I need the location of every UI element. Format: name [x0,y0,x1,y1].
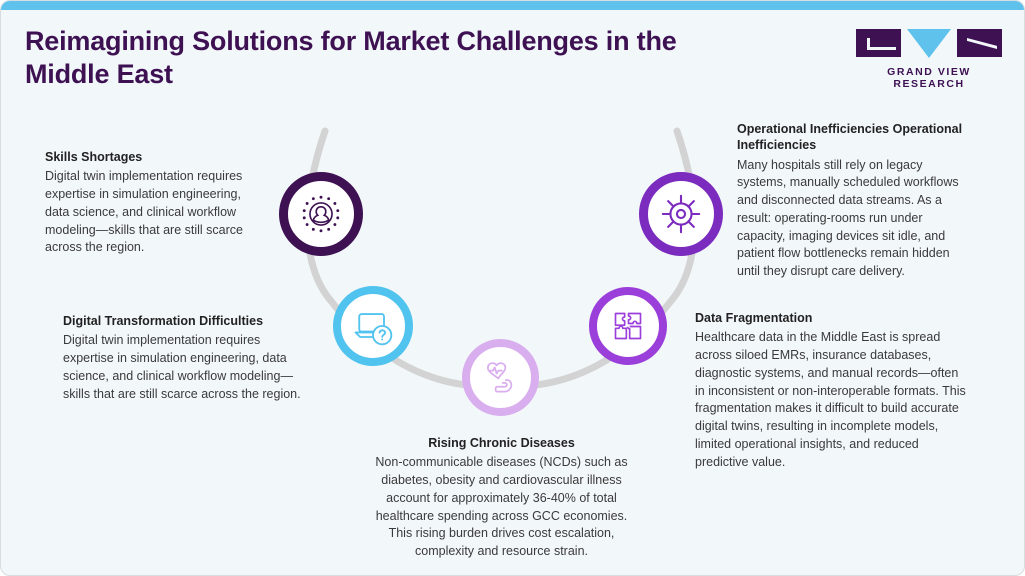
logo: GRAND VIEW RESEARCH [856,29,1002,90]
page-title: Reimagining Solutions for Market Challen… [25,26,677,90]
block-rising-chronic-diseases: Rising Chronic Diseases Non-communicable… [364,435,639,561]
block-heading: Skills Shortages [45,150,143,164]
block-heading: Operational Inefficiencies Operational I… [737,122,963,153]
node-digital-transformation[interactable] [333,286,413,366]
node-operational-inefficiencies[interactable] [639,172,723,256]
block-data-fragmentation: Data Fragmentation Healthcare data in th… [695,310,967,471]
block-skills-shortages: Skills Shortages Digital twin implementa… [45,149,257,257]
node-rising-chronic-diseases[interactable] [462,339,539,416]
logo-brand-text: GRAND VIEW RESEARCH [887,66,971,90]
block-digital-transformation: Digital Transformation Difficulties Digi… [63,313,301,403]
gear-settings-icon [661,194,701,234]
block-heading: Digital Transformation Difficulties [63,314,264,328]
node-skills-shortages[interactable] [279,172,363,256]
block-body: Digital twin implementation requires exp… [63,333,301,401]
block-body: Digital twin implementation requires exp… [45,169,243,255]
laptop-question-icon [354,313,393,346]
block-body: Non-communicable diseases (NCDs) such as… [375,455,628,558]
top-accent-bar [1,1,1024,10]
person-badge-icon [302,195,340,233]
block-body: Healthcare data in the Middle East is sp… [695,330,966,469]
block-body: Many hospitals still rely on legacy syst… [737,157,959,279]
logo-triangle-icon [907,29,951,58]
node-data-fragmentation[interactable] [589,287,667,365]
logo-marks [856,29,1002,59]
heart-muscle-icon [486,361,512,392]
logo-square-right-icon [957,29,1002,57]
block-heading: Data Fragmentation [695,311,813,325]
puzzle-icon [614,312,642,340]
block-operational-inefficiencies: Operational Inefficiencies Operational I… [737,121,967,281]
logo-square-left-icon [856,29,901,57]
block-heading: Rising Chronic Diseases [428,436,575,450]
